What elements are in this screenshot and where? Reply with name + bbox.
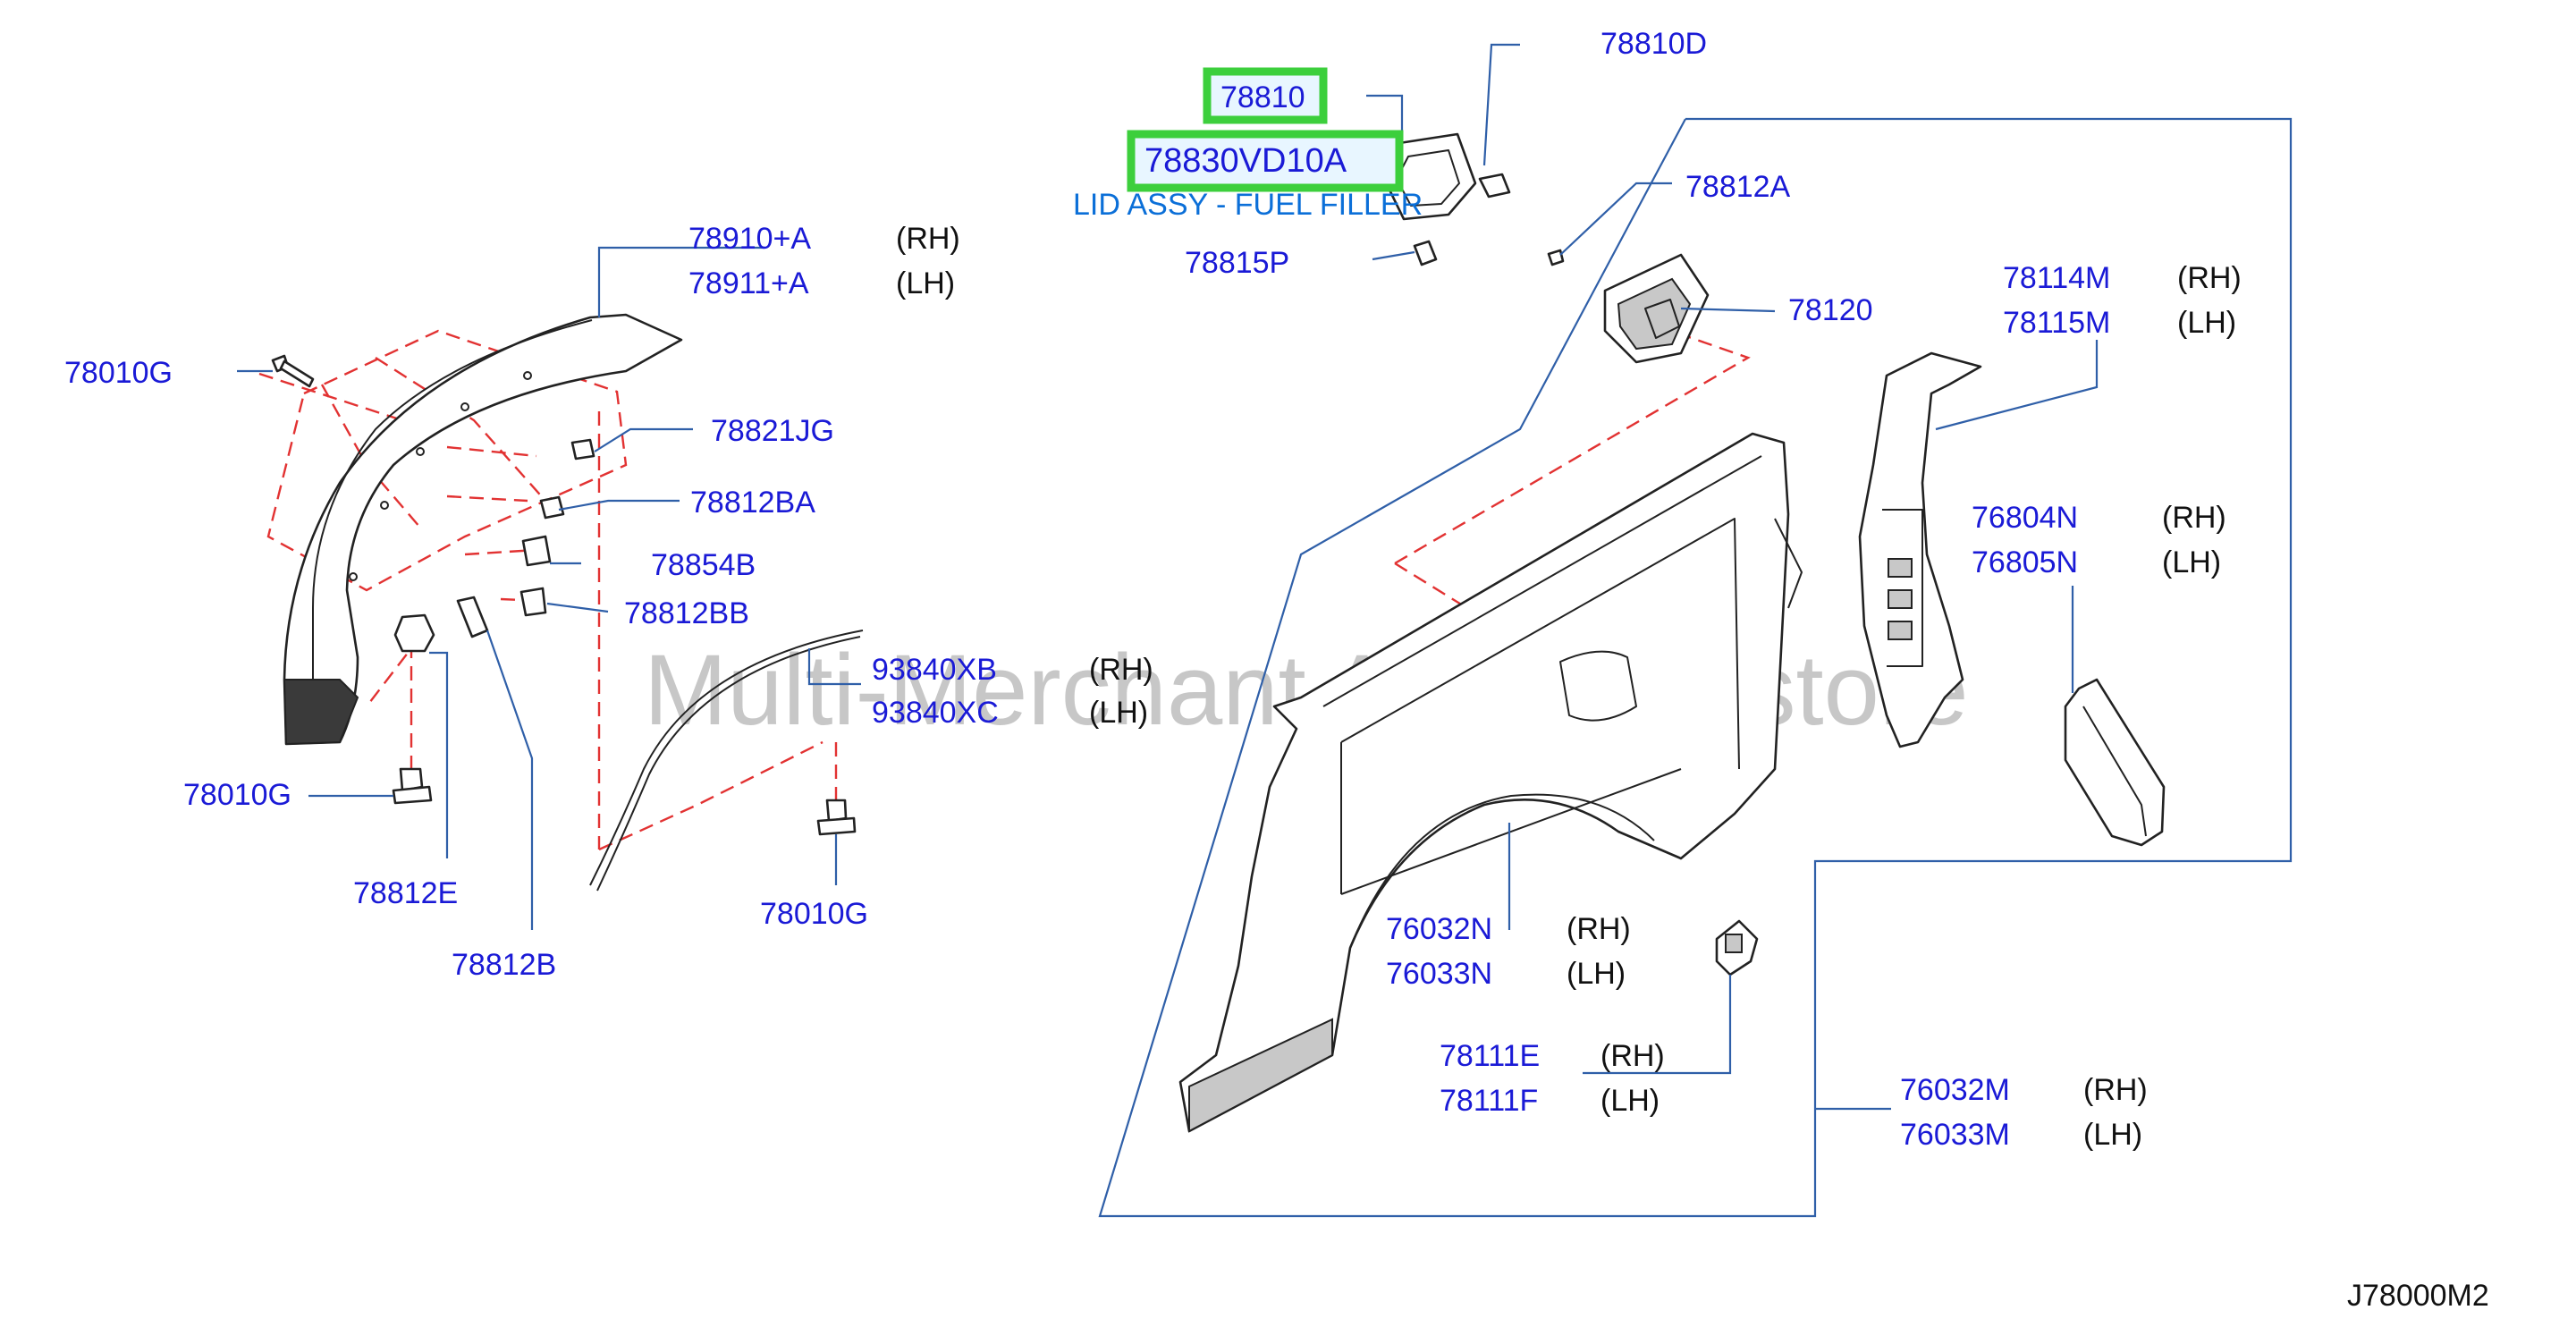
- part-number-76033m[interactable]: 76033M: [1900, 1118, 2010, 1152]
- side-78111f: (LH): [1600, 1084, 1660, 1118]
- part-number-78815p[interactable]: 78815P: [1185, 246, 1289, 280]
- part-number-78810[interactable]: 78810: [1220, 80, 1305, 114]
- part-number-78910a[interactable]: 78910+A: [688, 222, 811, 256]
- part-number-78812a[interactable]: 78812A: [1685, 170, 1791, 204]
- group-outline: [1098, 117, 2293, 1218]
- part-number-78120[interactable]: 78120: [1788, 293, 1873, 327]
- side-78911a: (LH): [896, 266, 955, 300]
- part-number-78854b[interactable]: 78854B: [651, 548, 756, 582]
- clip-and-bolt-illustrations: [271, 354, 864, 892]
- side-78114m: (RH): [2177, 261, 2242, 295]
- part-number-78111f[interactable]: 78111F: [1440, 1084, 1538, 1118]
- diagram-code: J78000M2: [2347, 1279, 2489, 1313]
- part-number-76805n[interactable]: 76805N: [1972, 545, 2078, 579]
- part-number-78812ba[interactable]: 78812BA: [690, 486, 815, 520]
- fender-flare-illustration: [283, 313, 683, 746]
- part-number-78111e[interactable]: 78111E: [1440, 1039, 1540, 1073]
- side-78115m: (LH): [2177, 306, 2236, 340]
- part-number-78830vd10a[interactable]: 78830VD10A: [1144, 142, 1347, 180]
- highlight-78830vd10a: [1127, 130, 1404, 192]
- part-number-78010g-lower[interactable]: 78010G: [183, 778, 291, 812]
- fuel-filler-illustration: [1382, 132, 1710, 364]
- part-number-78810d[interactable]: 78810D: [1600, 27, 1707, 61]
- side-93840xb: (RH): [1089, 653, 1153, 687]
- part-number-78812e[interactable]: 78812E: [353, 876, 458, 910]
- quarter-panel-illustration: [1178, 432, 1803, 1133]
- side-76805n: (LH): [2162, 545, 2221, 579]
- part-number-78115m[interactable]: 78115M: [2003, 306, 2110, 340]
- side-78910a: (RH): [896, 222, 960, 256]
- part-number-78821jg[interactable]: 78821JG: [711, 414, 834, 448]
- part-labels: 78810D 78810 78830VD10A LID ASSY - FUEL …: [64, 27, 2489, 1313]
- part-number-93840xc[interactable]: 93840XC: [872, 696, 999, 730]
- part-number-78812b[interactable]: 78812B: [452, 948, 556, 982]
- part-number-93840xb[interactable]: 93840XB: [872, 653, 997, 687]
- side-76804n: (RH): [2162, 501, 2226, 535]
- callout-title: LID ASSY - FUEL FILLER: [1073, 188, 1423, 222]
- pillar-trim-illustration: [1715, 351, 2166, 976]
- part-number-78010g-left[interactable]: 78010G: [64, 356, 173, 390]
- side-78111e: (RH): [1600, 1039, 1665, 1073]
- part-number-78010g-right[interactable]: 78010G: [760, 897, 868, 931]
- part-number-76804n[interactable]: 76804N: [1972, 501, 2078, 535]
- leader-lines: [237, 43, 2099, 1111]
- part-number-76032n[interactable]: 76032N: [1386, 912, 1492, 946]
- side-93840xc: (LH): [1089, 696, 1148, 730]
- side-76032m: (RH): [2083, 1073, 2148, 1107]
- part-number-78114m[interactable]: 78114M: [2003, 261, 2110, 295]
- highlight-boxes: [1127, 67, 1404, 192]
- part-number-76033n[interactable]: 76033N: [1386, 957, 1492, 991]
- side-76033n: (LH): [1567, 957, 1626, 991]
- side-76032n: (RH): [1567, 912, 1631, 946]
- side-76033m: (LH): [2083, 1118, 2142, 1152]
- part-number-78911a[interactable]: 78911+A: [688, 266, 809, 300]
- highlight-78810: [1203, 67, 1328, 124]
- part-number-78812bb[interactable]: 78812BB: [624, 596, 749, 630]
- part-number-76032m[interactable]: 76032M: [1900, 1073, 2010, 1107]
